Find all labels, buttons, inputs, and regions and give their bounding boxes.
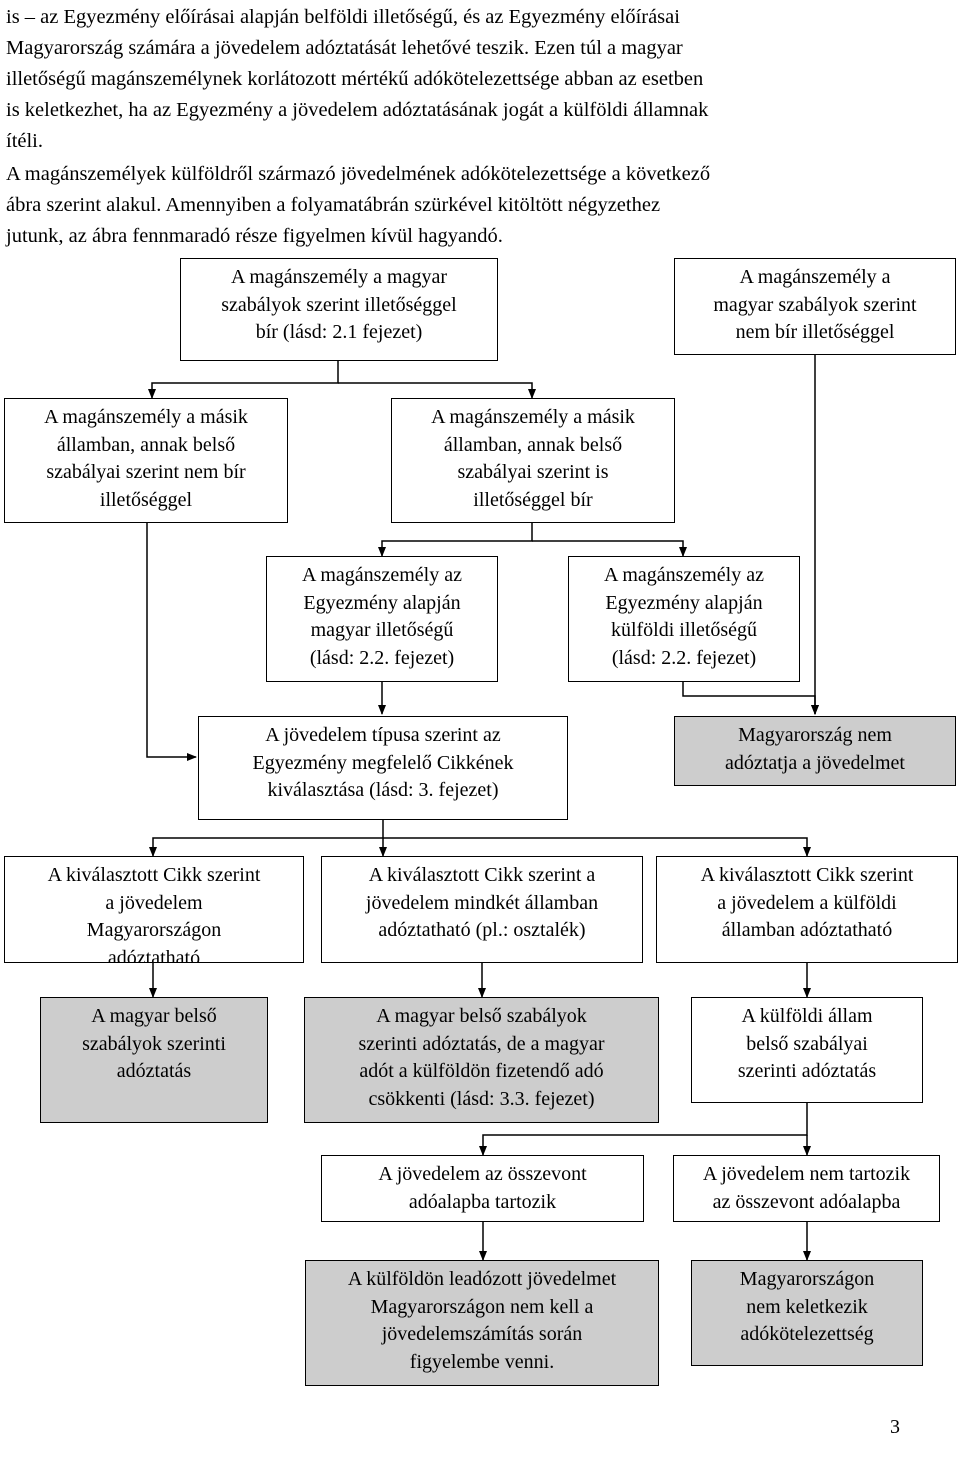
arrow-to-not-resident-other	[148, 361, 339, 399]
text-line: A magánszemélyek külföldről származó jöv…	[6, 163, 711, 185]
box-line: szabályok szerinti	[82, 1032, 226, 1055]
page-number: 3	[890, 1416, 900, 1438]
box-line: Egyezmény megfelelő Cikkének	[252, 751, 514, 774]
box-line: Magyarországon	[739, 1268, 875, 1290]
box-line: A magánszemély a magyar	[230, 266, 448, 288]
box-resident-hu: A magánszemély a magyar szabályok szerin…	[180, 258, 498, 361]
arrow-treaty-foreign-to-hu-not-tax	[682, 682, 819, 715]
box-line: Magyarország nem	[738, 724, 892, 746]
box-line: a jövedelem	[105, 891, 203, 914]
box-line: a jövedelem a külföldi	[717, 891, 897, 914]
arrow-to-article-hu	[149, 820, 384, 857]
box-line: A külföldi állam	[741, 1005, 873, 1027]
box-line: nem bír illetőséggel	[735, 321, 895, 343]
box-line: magyar illetőségű	[310, 619, 454, 641]
box-hu-rules-credit: A magyar belső szabályok szerinti adózta…	[304, 997, 659, 1123]
box-article-both: A kiválasztott Cikk szerint a jövedelem …	[321, 856, 643, 963]
box-line: szabályai szerint is	[457, 461, 609, 483]
box-article-hu: A kiválasztott Cikk szerint a jövedelem …	[4, 856, 304, 963]
box-not-resident-other: A magánszemély a másik államban, annak b…	[4, 398, 288, 523]
box-line: A külföldön leadózott jövedelmet	[347, 1268, 617, 1290]
box-line: az összevont adóalapba	[712, 1190, 901, 1213]
box-line: A magyar belső szabályok	[376, 1005, 587, 1027]
box-line: A jövedelem nem tartozik	[702, 1163, 911, 1185]
box-line: (lásd: 2.2. fejezet)	[611, 646, 757, 669]
box-line: adóztatja a jövedelmet	[725, 751, 905, 774]
box-line: bír (lásd: 2.1 fejezet)	[255, 321, 423, 343]
box-line: Egyezmény alapján	[605, 591, 763, 614]
box-line: A kiválasztott Cikk szerint	[700, 864, 914, 886]
box-line: Egyezmény alapján	[303, 591, 461, 614]
box-line: adót a külföldön fizetendő adó	[359, 1060, 604, 1082]
box-line: jövedelem mindkét államban	[365, 891, 599, 914]
text-line: Magyarország számára a jövedelem adóztat…	[6, 37, 683, 59]
box-line: A magánszemély a	[739, 266, 891, 288]
box-line: A magyar belső	[91, 1005, 217, 1027]
box-line: A magánszemély a másik	[431, 406, 635, 428]
box-line: Magyarországon	[86, 919, 222, 941]
box-no-liability: Magyarországon nem keletkezik adókötelez…	[691, 1260, 923, 1366]
arrow-to-treaty-hu	[378, 523, 533, 557]
box-line: A kiválasztott Cikk szerint	[47, 864, 261, 886]
box-line: adókötelezettség	[740, 1323, 874, 1345]
box-line: szerinti adóztatás	[737, 1060, 877, 1082]
box-line: adóztatás	[116, 1060, 192, 1082]
text-line: jutunk, az ábra fennmaradó része figyelm…	[6, 225, 503, 247]
box-line: adóztatható	[107, 946, 201, 963]
box-not-in-consolidated: A jövedelem nem tartozik az összevont ad…	[673, 1155, 940, 1222]
box-line: A magánszemély a másik	[44, 406, 248, 428]
box-treaty-hu-resident: A magánszemély az Egyezmény alapján magy…	[266, 556, 498, 682]
box-line: jövedelemszámítás során	[381, 1323, 583, 1345]
arrow-to-in-consolidated	[479, 1103, 808, 1156]
box-line: államban adóztatható	[721, 919, 893, 941]
box-line: illetőséggel	[99, 488, 193, 511]
box-non-resident-hu: A magánszemély a magyar szabályok szerin…	[674, 258, 956, 355]
text-line: illetőségű magánszemélynek korlátozott m…	[6, 68, 704, 90]
box-line: A jövedelem az összevont	[378, 1163, 587, 1185]
box-article-foreign: A kiválasztott Cikk szerint a jövedelem …	[656, 856, 958, 963]
box-line: belső szabályai	[746, 1032, 868, 1055]
box-line: adóalapba tartozik	[408, 1190, 557, 1213]
box-select-article: A jövedelem típusa szerint az Egyezmény …	[198, 716, 568, 820]
box-in-consolidated: A jövedelem az összevont adóalapba tarto…	[321, 1155, 644, 1222]
arrow-to-article-foreign	[383, 837, 811, 857]
box-line: A jövedelem típusa szerint az	[265, 724, 501, 746]
box-line: A magánszemély az	[604, 564, 764, 586]
box-line: államban, annak belső	[443, 433, 623, 456]
text-line: ábra szerint alakul. Amennyiben a folyam…	[6, 194, 661, 216]
box-hu-rules: A magyar belső szabályok szerinti adózta…	[40, 997, 268, 1123]
text-line: is – az Egyezmény előírásai alapján belf…	[6, 6, 680, 28]
box-line: (lásd: 2.2. fejezet)	[309, 646, 455, 669]
box-line: figyelembe venni.	[409, 1350, 555, 1373]
intro-paragraph-2: A magánszemélyek külföldről származó jöv…	[6, 159, 910, 252]
box-resident-other: A magánszemély a másik államban, annak b…	[391, 398, 675, 523]
text-line: ítéli.	[6, 130, 44, 152]
box-not-counted: A külföldön leadózott jövedelmet Magyaro…	[305, 1260, 659, 1386]
box-line: magyar szabályok szerint	[713, 293, 917, 316]
box-line: államban, annak belső	[56, 433, 236, 456]
box-line: A kiválasztott Cikk szerint a	[368, 864, 596, 886]
text-line: is keletkezhet, ha az Egyezmény a jövede…	[6, 99, 709, 121]
box-line: szerinti adóztatás, de a magyar	[358, 1032, 605, 1055]
box-line: adóztatható (pl.: osztalék)	[378, 919, 586, 941]
box-treaty-foreign-resident: A magánszemély az Egyezmény alapján külf…	[568, 556, 800, 682]
arrow-to-treaty-foreign	[532, 540, 687, 557]
box-foreign-rules: A külföldi állam belső szabályai szerint…	[691, 997, 923, 1103]
box-line: illetőséggel bír	[473, 488, 593, 511]
box-line: szabályai szerint nem bír	[46, 461, 246, 483]
arrow-from-not-resident-other	[146, 523, 197, 761]
box-line: szabályok szerint illetőséggel	[221, 293, 457, 316]
box-line: kiválasztása (lásd: 3. fejezet)	[267, 779, 499, 801]
box-hu-not-tax: Magyarország nem adóztatja a jövedelmet	[674, 716, 956, 786]
box-line: nem keletkezik	[746, 1295, 868, 1318]
box-line: csökkenti (lásd: 3.3. fejezet)	[368, 1087, 595, 1110]
box-line: Magyarországon nem kell a	[370, 1295, 594, 1318]
intro-paragraph-1: is – az Egyezmény előírásai alapján belf…	[6, 2, 910, 157]
box-line: külföldi illetőségű	[610, 619, 758, 641]
box-line: A magánszemély az	[302, 564, 462, 586]
arrow-to-resident-other	[338, 382, 536, 399]
